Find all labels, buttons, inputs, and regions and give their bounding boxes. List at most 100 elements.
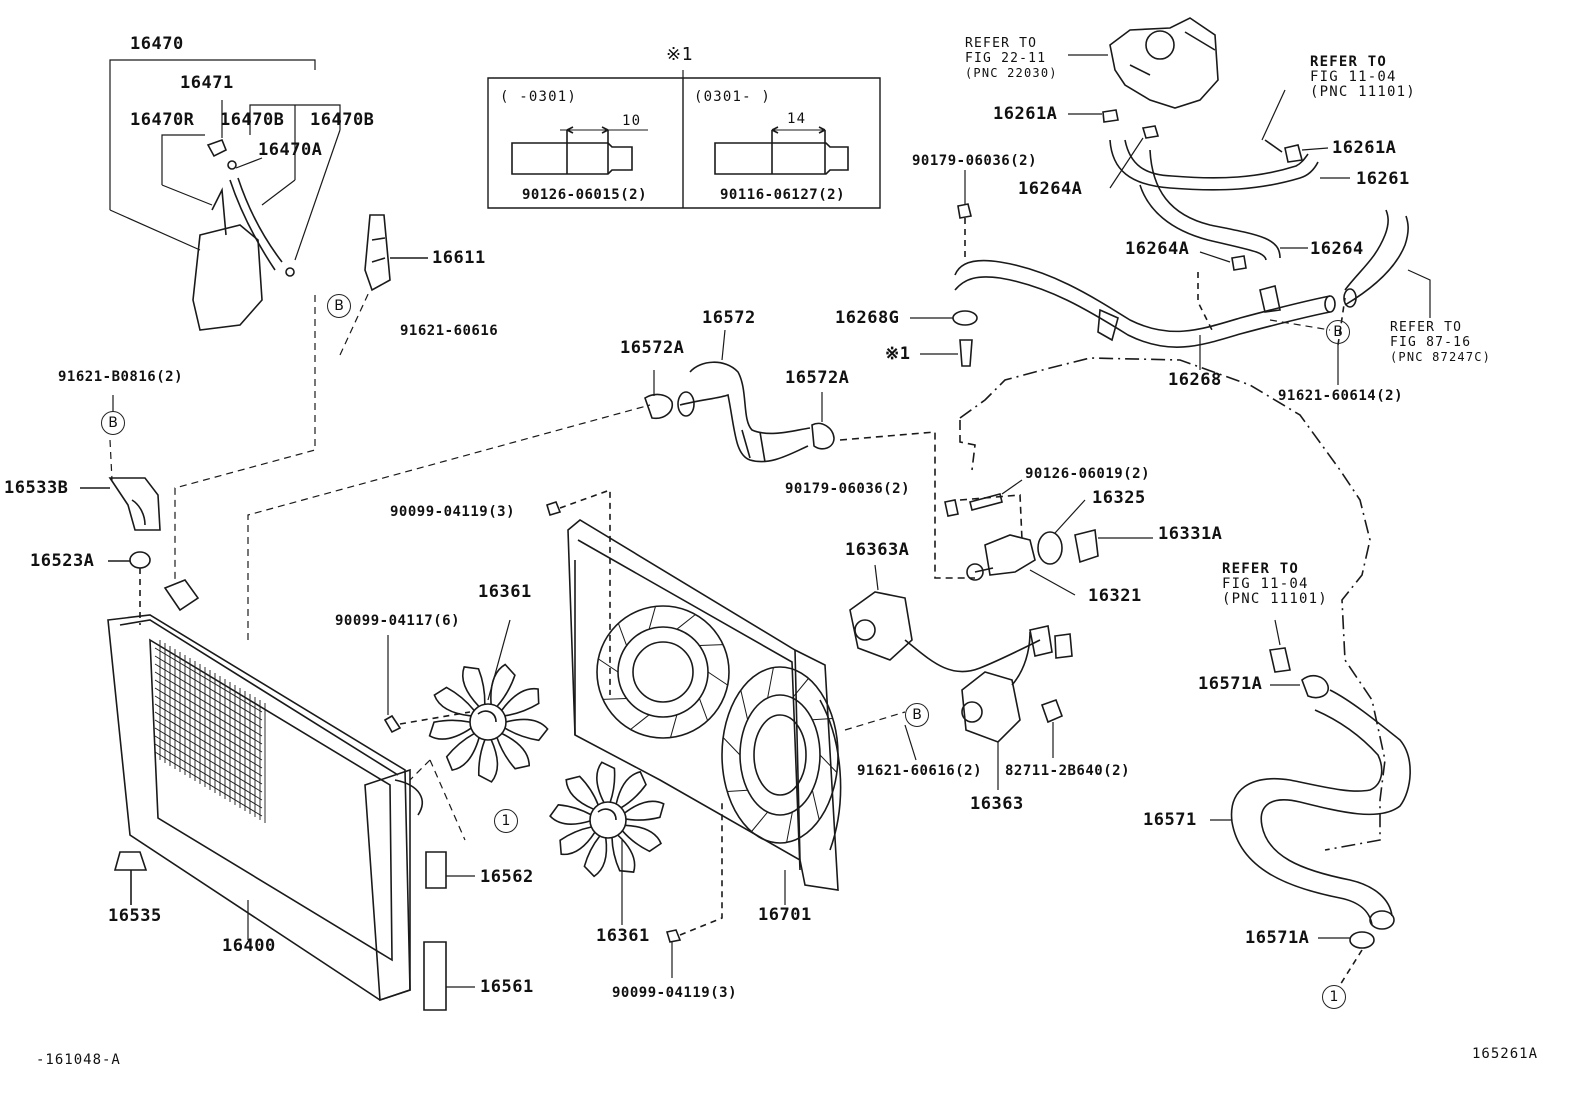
label-16572: 16572 [702, 308, 756, 328]
nut-90179-06036-lower [945, 500, 958, 516]
label-16611: 16611 [432, 248, 486, 268]
label-90099-04119-a: 90099-04119(3) [390, 504, 516, 520]
hose-clamp-16571A-upper [1270, 676, 1328, 698]
bolt-90099-04119-upper [547, 490, 610, 695]
gasket-16268G [910, 311, 977, 325]
label-16264: 16264 [1310, 239, 1364, 259]
label-91621-60614: 91621-60614(2) [1278, 388, 1404, 404]
refer-fig-87-16: REFER TO FIG 87-16 (PNC 87247C) [1390, 320, 1491, 365]
radiator-outlet-hose-16571 [1210, 690, 1410, 929]
label-16261A-2: 16261A [1332, 138, 1397, 158]
pipe-stub-11101-lower [1270, 620, 1290, 672]
refer-line: REFER TO [1310, 54, 1388, 70]
thermostat-housing-16321 [967, 535, 1075, 595]
radiator-core-fins [155, 640, 265, 823]
label-16571: 16571 [1143, 810, 1197, 830]
label-16261: 16261 [1356, 169, 1410, 189]
label-90126-06019: 90126-06019(2) [1025, 466, 1151, 482]
label-91621-60616-a: 91621-60616 [400, 323, 499, 339]
diagram-code: -161048-A [36, 1052, 121, 1068]
label-91621-B0816: 91621-B0816(2) [58, 369, 184, 385]
label-16523A: 16523A [30, 551, 95, 571]
label-16400: 16400 [222, 936, 276, 956]
label-16571A-1: 16571A [1198, 674, 1263, 694]
refer-line: (PNC 22030) [965, 66, 1058, 80]
inset-right-part: 90116-06127(2) [720, 187, 846, 203]
cushion-16523A [108, 552, 150, 625]
label-16471: 16471 [180, 73, 234, 93]
leader-lines-16470 [110, 60, 340, 260]
stud-mark1 [920, 340, 972, 366]
reservoir-tank [193, 140, 294, 330]
hose-16264 [1140, 150, 1308, 260]
refer-line: REFER TO [1222, 561, 1300, 577]
callout-b-3: B [905, 703, 929, 727]
label-16571A-2: 16571A [1245, 928, 1310, 948]
label-16572A-1: 16572A [620, 338, 685, 358]
label-90099-04119-b: 90099-04119(3) [612, 985, 738, 1001]
bracket-16611 [365, 215, 428, 290]
bracket-16533B [80, 478, 160, 530]
seal-16561 [424, 942, 446, 1010]
refer-fig-22-11: REFER TO FIG 22-11 (PNC 22030) [965, 36, 1058, 81]
clamp-82711-2B640 [1042, 700, 1062, 758]
callout-1-a: 1 [494, 809, 518, 833]
heater-hose [1344, 210, 1430, 318]
engine-outline [960, 358, 1385, 850]
label-16363: 16363 [970, 794, 1024, 814]
label-16361-b: 16361 [596, 926, 650, 946]
refer-line: REFER TO [965, 36, 1038, 51]
callout-b-1: B [327, 294, 351, 318]
refer-fig-11-04-upper: REFER TO FIG 11-04 (PNC 11101) [1310, 55, 1416, 100]
callout-1-b: 1 [1322, 985, 1346, 1009]
label-16561: 16561 [480, 977, 534, 997]
hose-clamp-16261A-right [1262, 90, 1328, 162]
label-16470A: 16470A [258, 140, 323, 160]
label-16261A-1: 16261A [993, 104, 1058, 124]
callout-b-4: B [1326, 320, 1350, 344]
radiator-inlet-hose-16572 [678, 362, 810, 462]
nut-90179-06036-upper [958, 170, 971, 260]
inset-right-dim: 14 [787, 111, 807, 127]
label-16562: 16562 [480, 867, 534, 887]
inset-box [488, 70, 880, 208]
label-90179-06036-b: 90179-06036(2) [785, 481, 911, 497]
inset-left-dim: 10 [622, 113, 642, 129]
label-16264A-2: 16264A [1125, 239, 1190, 259]
hose-clamp-16264A-upper [1110, 126, 1158, 188]
label-mark1: ※1 [885, 344, 911, 364]
fan-16361-upper [430, 665, 548, 782]
label-16361-a: 16361 [478, 582, 532, 602]
hose-clamp-16264A-lower [1200, 252, 1246, 270]
refer-line: (PNC 87247C) [1390, 350, 1492, 364]
refer-line: FIG 11-04 [1222, 576, 1309, 592]
leader-dash-outlet [840, 432, 975, 578]
radiator-16400 [108, 615, 422, 1000]
refer-line: FIG 87-16 [1390, 335, 1472, 350]
label-82711-2B640: 82711-2B640(2) [1005, 763, 1131, 779]
figure-code: 165261A [1472, 1046, 1539, 1062]
refer-line: REFER TO [1390, 320, 1463, 335]
inset-right-range: (0301- ) [694, 89, 772, 105]
inset-mark: ※1 [666, 44, 693, 65]
refer-line: (PNC 11101) [1222, 591, 1328, 607]
callout-b-2: B [101, 411, 125, 435]
label-16470: 16470 [130, 34, 184, 54]
refer-fig-11-04-lower: REFER TO FIG 11-04 (PNC 11101) [1222, 562, 1328, 607]
label-16268G: 16268G [835, 308, 900, 328]
bolt-90099-04117 [385, 635, 470, 732]
thermostat-16331A [1075, 530, 1153, 562]
label-16331A: 16331A [1158, 524, 1223, 544]
hose-clamp-16571A-lower [1318, 932, 1374, 948]
fan-motor-16363 [962, 632, 1030, 790]
refer-line: FIG 22-11 [965, 51, 1047, 66]
hose-clamp-16572A-right [812, 392, 834, 449]
stud-90126-06019 [970, 480, 1022, 510]
gasket-16325 [1038, 500, 1085, 564]
bolt-90099-04119-lower [667, 800, 722, 978]
inset-left-part: 90126-06015(2) [522, 187, 648, 203]
hose-16261 [1110, 140, 1350, 190]
label-16264A-1: 16264A [1018, 179, 1083, 199]
bypass-pipe-16268 [955, 261, 1335, 370]
